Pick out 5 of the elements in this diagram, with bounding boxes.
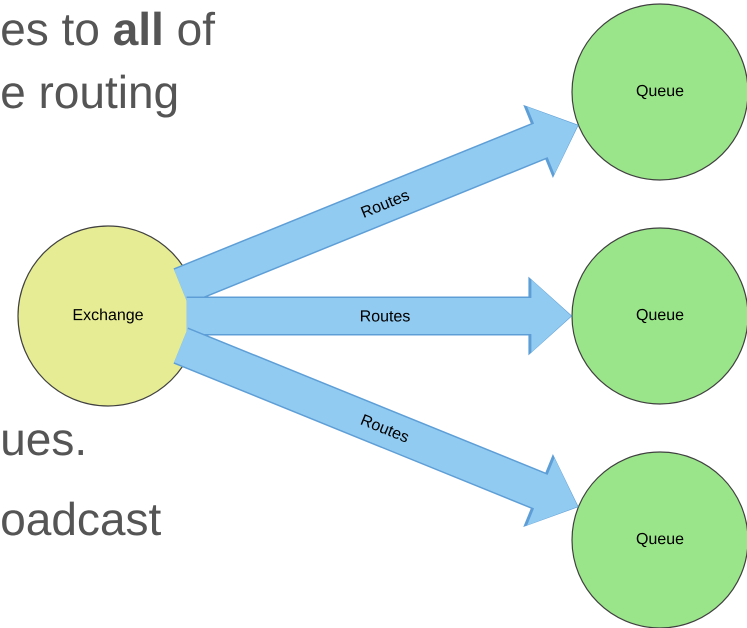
slide-text: e routing [2,74,176,118]
edge-label: Routes [358,188,412,220]
slide-text: es to all of [2,12,216,46]
slide-text: oadcast [2,502,161,536]
edge-label: Routes [358,309,412,323]
